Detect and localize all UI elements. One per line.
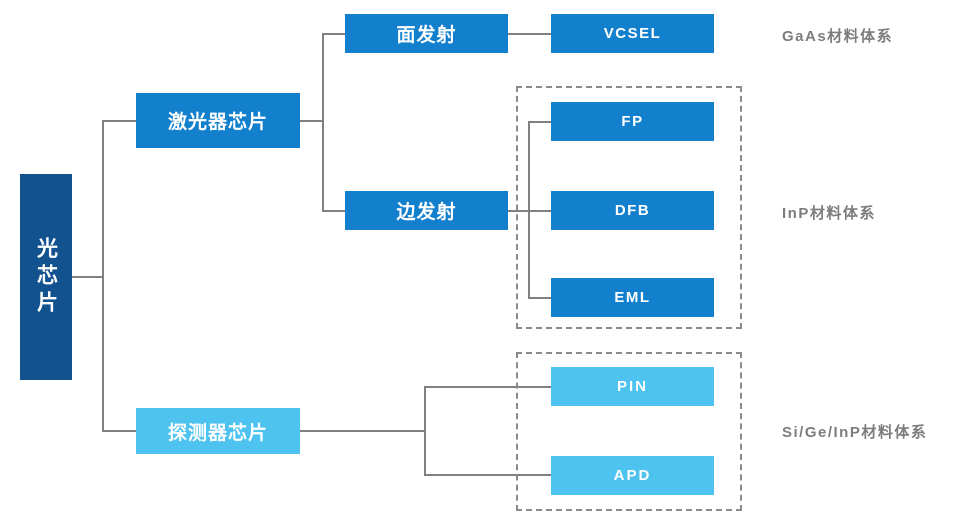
node-eml[interactable]: EML (551, 278, 714, 317)
connector-detector-to-apd (424, 474, 552, 476)
node-apd[interactable]: APD (551, 456, 714, 495)
node-surface-emitting[interactable]: 面发射 (345, 14, 508, 53)
node-edge-emitting[interactable]: 边发射 (345, 191, 508, 230)
connector-edge-to-dfb (528, 210, 552, 212)
connector-surface-to-vcsel (508, 33, 552, 35)
connector-laser-stub (300, 120, 324, 122)
connector-root-stub (72, 276, 104, 278)
connector-edge-trunk (528, 121, 530, 298)
connector-laser-trunk (322, 33, 324, 212)
connector-detector-to-pin (424, 386, 552, 388)
connector-root-trunk (102, 120, 104, 432)
connector-detector-stub (300, 430, 426, 432)
node-dfb[interactable]: DFB (551, 191, 714, 230)
connector-edge-stub (508, 210, 530, 212)
connector-root-to-laser (102, 120, 138, 122)
node-root-optical-chip[interactable]: 光芯片 (20, 174, 72, 380)
group-box-inp (516, 86, 742, 329)
material-label-gaas: GaAs材料体系 (782, 28, 894, 45)
node-laser-chip[interactable]: 激光器芯片 (136, 93, 300, 148)
node-detector-chip[interactable]: 探测器芯片 (136, 408, 300, 454)
node-vcsel[interactable]: VCSEL (551, 14, 714, 53)
node-fp[interactable]: FP (551, 102, 714, 141)
connector-laser-to-edge (322, 210, 346, 212)
connector-laser-to-surface (322, 33, 346, 35)
connector-root-to-detector (102, 430, 138, 432)
connector-detector-trunk (424, 386, 426, 476)
material-label-inp: InP材料体系 (782, 205, 876, 222)
material-label-sigeinp: Si/Ge/InP材料体系 (782, 424, 928, 441)
connector-edge-to-fp (528, 121, 552, 123)
connector-edge-to-eml (528, 297, 552, 299)
group-box-sigeinp (516, 352, 742, 511)
node-pin[interactable]: PIN (551, 367, 714, 406)
